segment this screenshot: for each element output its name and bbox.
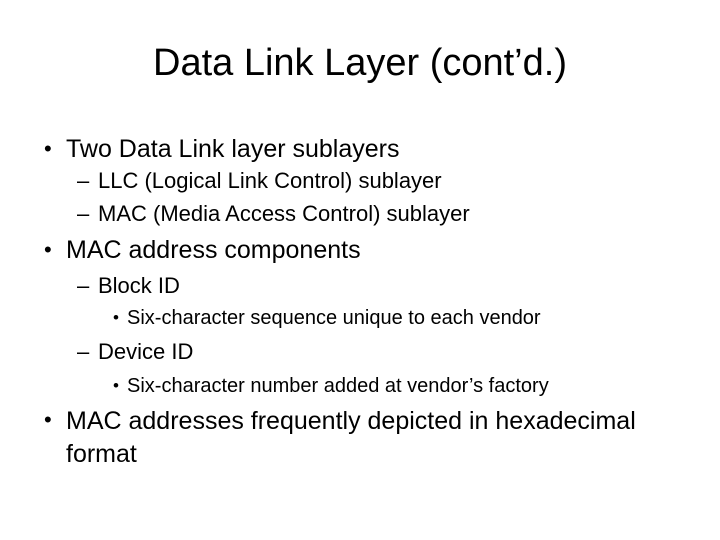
bullet-text: Six-character number added at vendor’s f… [127, 375, 549, 397]
bullet-text: MAC (Media Access Control) sublayer [98, 201, 470, 226]
bullet-text: Block ID [98, 273, 180, 298]
bullet-item: • Two Data Link layer sublayers [44, 134, 399, 164]
dash-icon: – [77, 201, 90, 226]
bullet-icon: • [113, 376, 119, 395]
bullet-text: MAC address components [66, 236, 361, 264]
slide-title: Data Link Layer (cont’d.) [153, 42, 567, 84]
bullet-item: – LLC (Logical Link Control) sublayer [77, 168, 442, 194]
dash-icon: – [77, 168, 90, 193]
bullet-item: • MAC address components [44, 235, 361, 265]
bullet-icon: • [44, 136, 52, 161]
dash-icon: – [77, 273, 90, 298]
dash-icon: – [77, 339, 90, 364]
bullet-icon: • [44, 237, 52, 262]
bullet-icon: • [113, 308, 119, 327]
bullet-item: – Device ID [77, 339, 193, 365]
bullet-item: – Block ID [77, 273, 180, 299]
bullet-item: – MAC (Media Access Control) sublayer [77, 201, 470, 227]
bullet-text: MAC addresses frequently depicted in hex… [66, 407, 636, 468]
bullet-text: Device ID [98, 339, 194, 364]
bullet-item: • Six-character sequence unique to each … [113, 306, 541, 330]
bullet-item: • MAC addresses frequently depicted in h… [44, 405, 666, 471]
bullet-text: Six-character sequence unique to each ve… [127, 307, 541, 329]
bullet-text: LLC (Logical Link Control) sublayer [98, 168, 442, 193]
bullet-icon: • [44, 407, 52, 432]
bullet-item: • Six-character number added at vendor’s… [113, 374, 549, 398]
bullet-text: Two Data Link layer sublayers [66, 135, 400, 163]
